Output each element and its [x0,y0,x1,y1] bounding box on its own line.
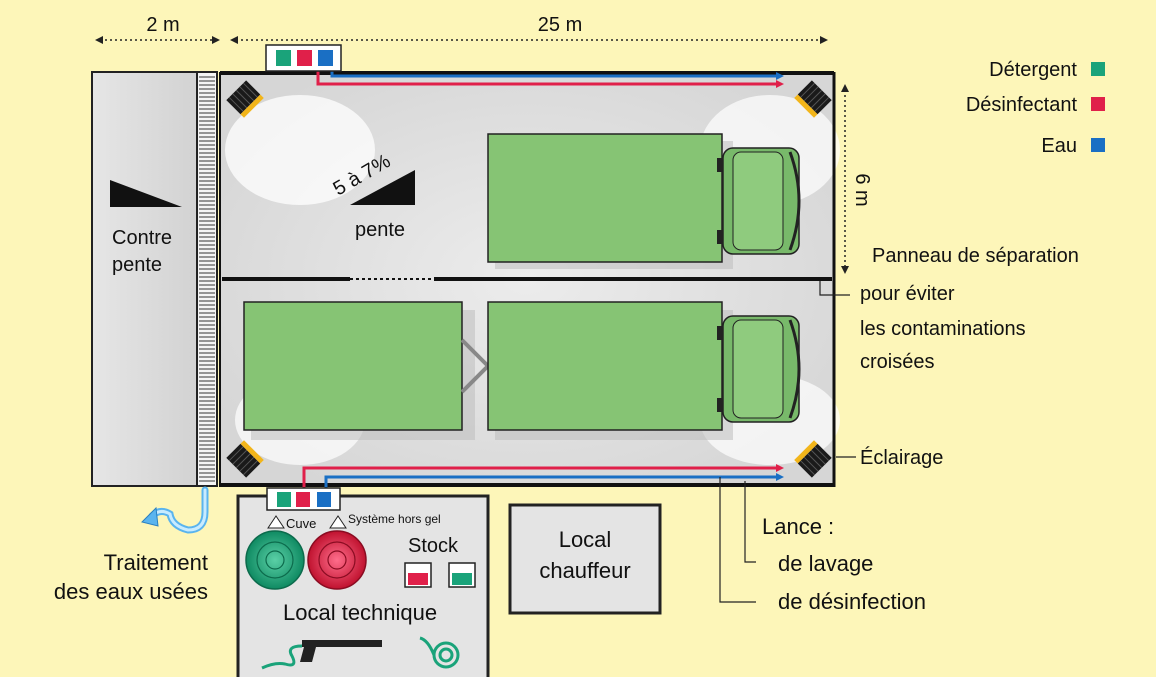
contre-pente-line2: pente [112,254,162,276]
lighting-label: Éclairage [860,446,943,469]
truck-top-cab [717,147,801,255]
trailer-hitch [460,338,490,394]
pressure-lance-icon [261,640,382,670]
panel-note-line4: croisées [860,351,934,373]
local-technique-title: Local technique [283,600,437,625]
wastewater-line1: Traitement [104,550,208,575]
pipes-bottom [302,464,784,491]
wastewater: Traitement des eaux usées [54,486,209,604]
light-top-left-icon [226,80,264,118]
stock-canister-detergent [448,562,476,588]
legend-detergent-swatch [1091,62,1105,76]
hors-gel-label: Système hors gel [348,512,441,526]
light-bottom-right-icon [794,440,832,478]
dimension-25m: 25 m [230,14,828,44]
panel-note-line3: les contaminations [860,318,1026,340]
lance-wash: de lavage [778,551,873,576]
slope-word: pente [355,219,405,241]
panel-note-line2: pour éviter [860,283,955,305]
contre-pente-line1: Contre [112,227,172,249]
cuve-label: Cuve [286,516,316,531]
legend-detergent-label: Détergent [989,59,1077,81]
lance-disinfect: de désinfection [778,589,926,614]
lance-title: Lance : [762,514,834,539]
trailer [243,301,463,431]
valve-box-top [265,44,342,72]
hose-reel-icon [419,636,460,669]
wastewater-flow-icon [148,486,209,534]
drain-grate [196,71,218,487]
legend-disinfectant-swatch [1091,97,1105,111]
dimension-6m: 6 m [841,84,873,274]
local-chauffeur-line1: Local [559,527,612,552]
contre-pente-ramp: Contre pente [91,71,198,487]
local-chauffeur-line2: chauffeur [539,558,630,583]
legend-water-label: Eau [1041,135,1077,157]
legend-water-swatch [1091,138,1105,152]
light-top-right-icon [794,80,832,118]
wastewater-line2: des eaux usées [54,579,208,604]
local-chauffeur: Local chauffeur [508,503,662,615]
dimension-2m: 2 m [95,14,220,44]
tank-detergent [245,530,305,590]
ramp-slope-icon [110,180,182,207]
lights [226,80,832,478]
lighting-callout: Éclairage [836,446,943,469]
tank-disinfectant [307,530,367,590]
dimension-6m-label: 6 m [851,173,873,206]
truck-bottom-cab [717,315,801,423]
legend-disinfectant-label: Désinfectant [966,94,1078,116]
light-bottom-left-icon [226,440,264,478]
panel-note: Panneau de séparation pour éviter les co… [819,245,1079,373]
dimension-2m-label: 2 m [146,14,179,36]
panel-note-line1: Panneau de séparation [872,245,1079,267]
lance-callout: Lance : de lavage de désinfection [719,477,926,614]
stock-canister-disinfectant [404,562,432,588]
legend: Détergent Désinfectant Eau [966,59,1105,157]
local-technique: Cuve Système hors gel Stock Local techni… [236,487,490,677]
truck-top [487,133,801,269]
stock-label: Stock [408,535,459,557]
slope-icon [350,170,415,205]
dimension-25m-label: 25 m [538,14,582,36]
truck-bottom [243,301,801,440]
